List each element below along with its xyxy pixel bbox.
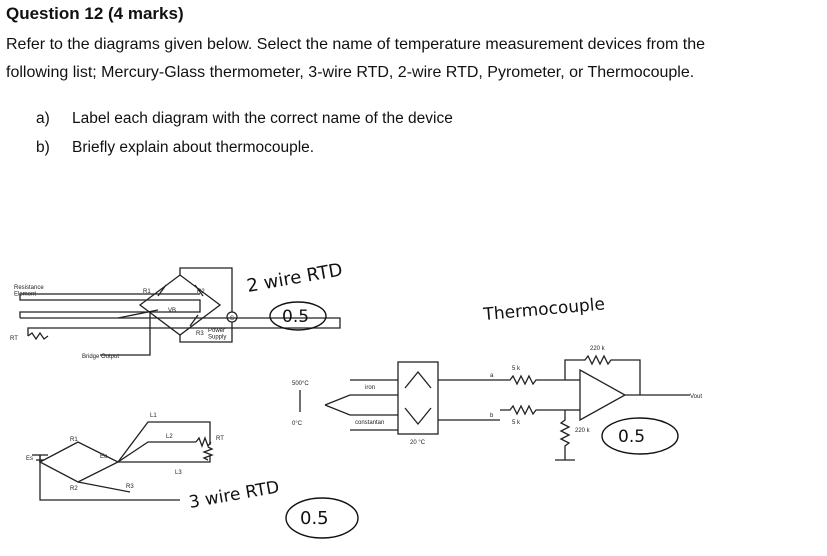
d2-l2-label: L2 [166, 434, 173, 440]
part-a: a) Label each diagram with the correct na… [36, 110, 453, 128]
d3-constantan-label: constantan [355, 420, 384, 426]
d2-r1-label: R1 [70, 437, 78, 443]
d3-a-label: a [490, 373, 494, 379]
d3-hot-temp-label: 500°C [292, 381, 309, 387]
part-b: b) Briefly explain about thermocouple. [36, 139, 314, 157]
part-b-marker: b) [36, 139, 50, 156]
d3-ref-temp-label: 20 °C [410, 440, 426, 446]
d3-cold-temp-label: 0°C [292, 421, 303, 427]
d1-score: 0.5 [282, 307, 309, 327]
diagram-thermocouple [299, 354, 690, 461]
d1-handwritten-label: 2 wire RTD [245, 259, 344, 296]
diagram-2-wire-rtd [19, 267, 341, 356]
part-b-text: Briefly explain about thermocouple. [72, 139, 315, 156]
d2-score-circle [285, 497, 359, 539]
d3-score: 0.5 [618, 427, 645, 447]
intro-line-1: Refer to the diagrams given below. Selec… [6, 36, 706, 53]
diagram-3-wire-rtd [32, 421, 214, 501]
d2-eo-label: Eo [100, 454, 108, 460]
d1-rt-label: RT [10, 336, 18, 342]
d3-r220k-top-label: 220 k [590, 346, 606, 352]
d3-iron-label: iron [365, 385, 375, 391]
d2-es-label: Es [26, 456, 33, 462]
question-title: Question 12 (4 marks) [6, 4, 184, 23]
d2-score: 0.5 [300, 508, 329, 529]
d3-r5k-top-label: 5 k [512, 366, 521, 372]
d3-score-circle [601, 417, 679, 455]
part-a-text: Label each diagram with the correct name… [72, 110, 453, 127]
d1-r1-label: R1 [143, 289, 151, 295]
part-a-marker: a) [36, 110, 50, 127]
d2-rt-label: RT [216, 436, 224, 442]
intro-line-2: following list; Mercury-Glass thermomete… [6, 64, 695, 81]
d3-r5k-bot-label: 5 k [512, 420, 521, 426]
d1-bridge-output-label: Bridge Output [82, 354, 119, 360]
d3-vout-label: Vout [690, 394, 702, 400]
d1-r3-label: R3 [196, 331, 204, 337]
d3-r220k-bot-label: 220 k [575, 428, 591, 434]
d1-vb-label: VB [168, 308, 176, 314]
d1-r2-label: R2 [197, 289, 205, 295]
d2-r2-label: R2 [70, 486, 78, 492]
d2-r3-label: R3 [126, 484, 134, 490]
d1-score-circle [269, 301, 327, 331]
d2-handwritten-label: 3 wire RTD [187, 477, 280, 513]
d3-b-label: b [490, 413, 494, 419]
d3-handwritten-label: Thermocouple [482, 294, 606, 325]
d2-l3-label: L3 [175, 470, 182, 476]
d1-s-label: S [230, 316, 234, 322]
d2-l1-label: L1 [150, 413, 157, 419]
